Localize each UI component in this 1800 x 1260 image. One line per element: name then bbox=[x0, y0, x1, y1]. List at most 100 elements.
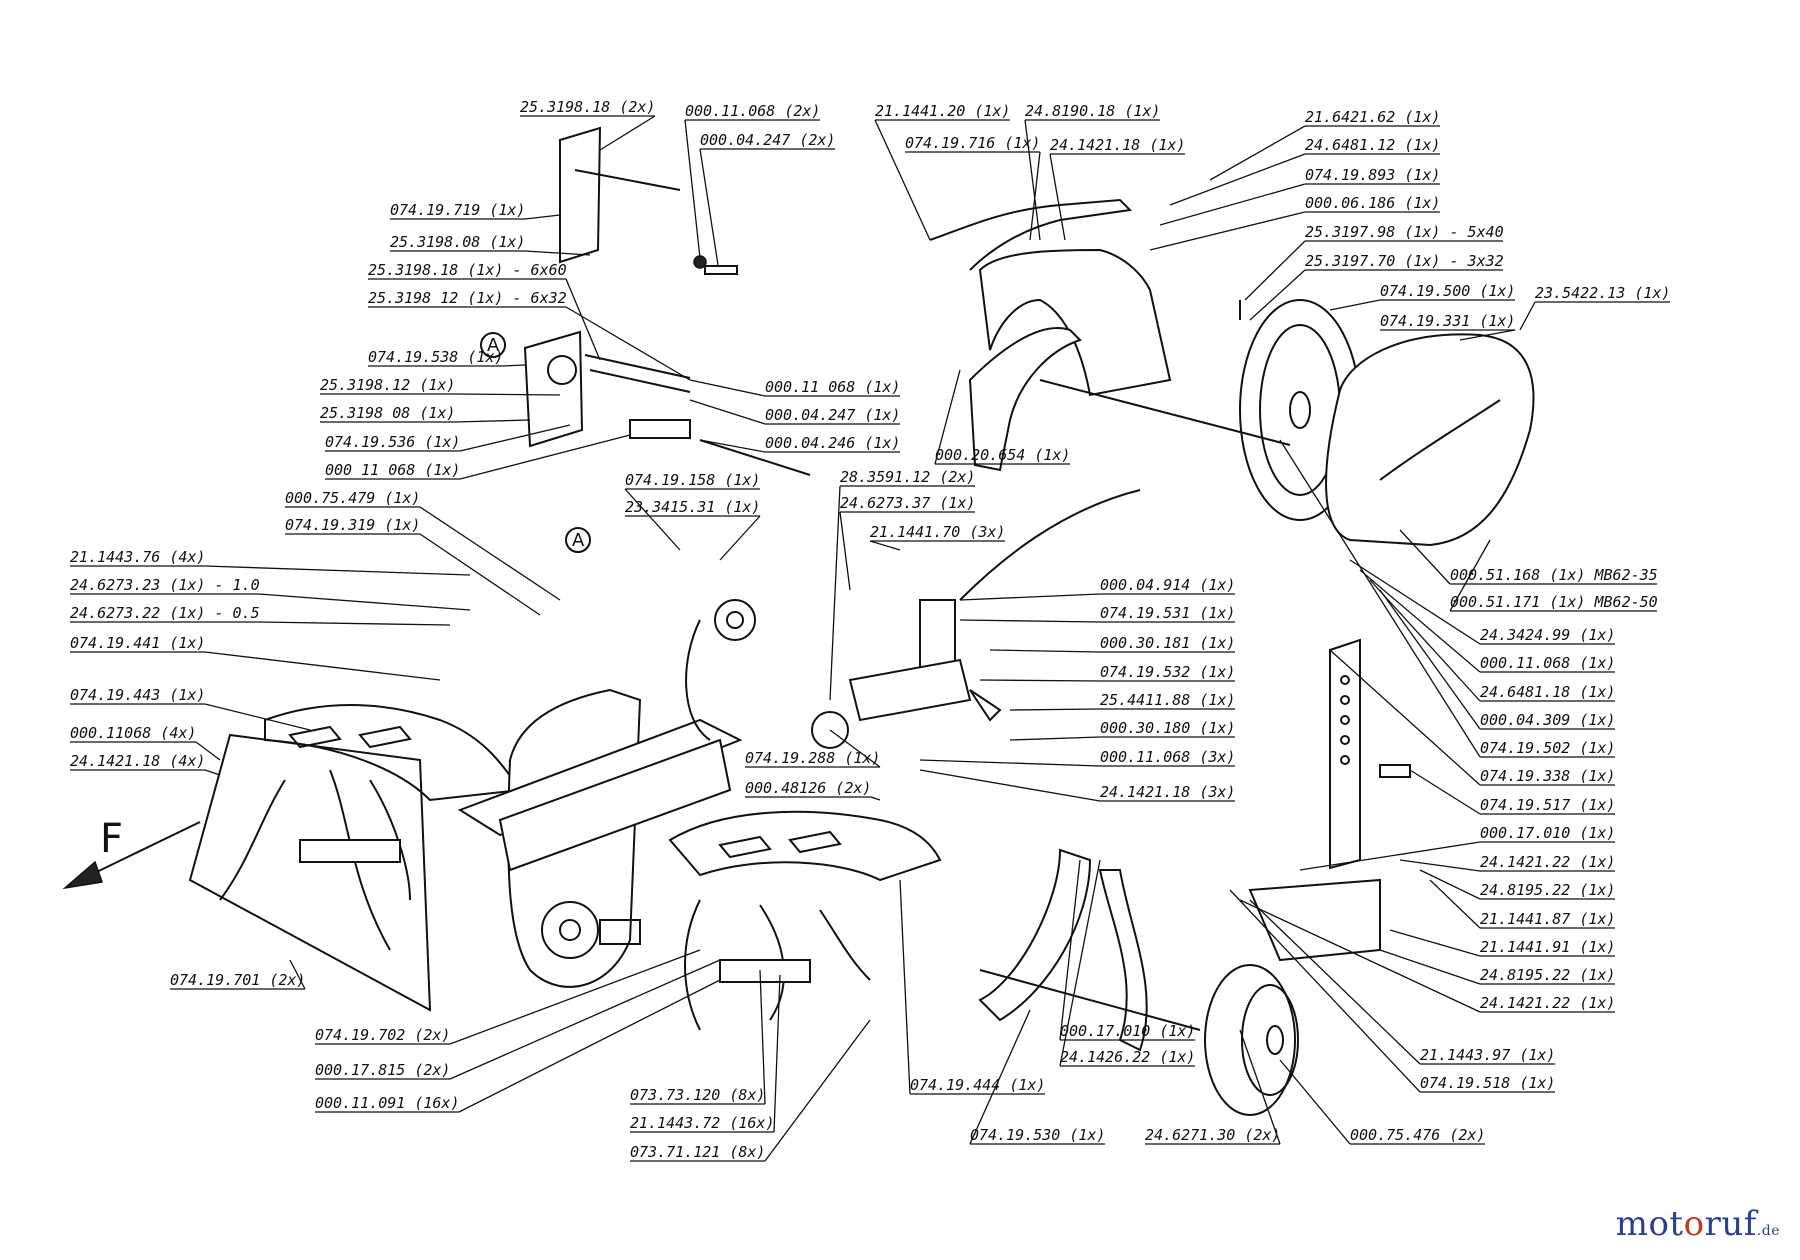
bracket-plate-a bbox=[480, 330, 811, 553]
callout-label: 24.6271.30 (2x) bbox=[1145, 1126, 1280, 1144]
callout-label: 21.1441.70 (3x) bbox=[870, 523, 1005, 541]
callout-label: 000.17.010 (1x) bbox=[1060, 1022, 1195, 1040]
callout-label: 074.19.719 (1x) bbox=[390, 201, 525, 219]
tine-assembly-right bbox=[684, 899, 871, 1031]
callout-label: 25.4411.88 (1x) bbox=[1100, 691, 1235, 709]
leader-line bbox=[459, 424, 571, 452]
callout-label: 21.6421.62 (1x) bbox=[1305, 108, 1440, 126]
callout-label: 074.19.701 (2x) bbox=[170, 971, 305, 989]
leader-line bbox=[204, 651, 441, 681]
leader-line bbox=[1369, 579, 1481, 702]
leader-line bbox=[1419, 869, 1481, 900]
leader-line bbox=[1024, 119, 1041, 241]
leader-line bbox=[899, 879, 911, 1095]
leader-line bbox=[459, 434, 631, 480]
callout-label: 073.71.121 (8x) bbox=[630, 1143, 765, 1161]
leader-line bbox=[1329, 299, 1381, 311]
leader-line bbox=[1379, 589, 1481, 730]
callout-label: 000.04.309 (1x) bbox=[1480, 711, 1615, 729]
leader-line bbox=[1279, 1059, 1351, 1145]
leader-line bbox=[1009, 736, 1101, 741]
leader-line bbox=[1009, 708, 1101, 711]
callout-label: 074.19.331 (1x) bbox=[1380, 312, 1515, 330]
leader-line bbox=[195, 741, 221, 761]
leader-line bbox=[870, 796, 881, 801]
callout-label: 000.11.068 (2x) bbox=[685, 102, 820, 120]
leader-line bbox=[759, 969, 766, 1105]
leader-line bbox=[449, 959, 721, 1080]
callout-label: 24.1421.18 (4x) bbox=[70, 752, 205, 770]
leader-line bbox=[989, 649, 1101, 653]
callout-label: 21.1443.72 (16x) bbox=[630, 1114, 775, 1132]
marker-a: A A bbox=[487, 335, 585, 551]
leader-line bbox=[934, 369, 961, 465]
leader-line bbox=[1249, 899, 1421, 1065]
callout-label: 25.3197.70 (1x) - 3x32 bbox=[1305, 252, 1504, 270]
callout-label: 074.19.517 (1x) bbox=[1480, 796, 1615, 814]
leader-line bbox=[869, 540, 901, 551]
marker-a-label: A bbox=[487, 335, 500, 356]
leader-line bbox=[829, 729, 881, 768]
leader-line bbox=[1209, 125, 1306, 181]
leader-line bbox=[1519, 301, 1536, 331]
leader-line bbox=[719, 515, 761, 561]
callout-label: 28.3591.12 (2x) bbox=[840, 468, 975, 486]
leader-line bbox=[624, 488, 681, 551]
callout-label: 21.1443.76 (4x) bbox=[70, 548, 205, 566]
callout-label: 24.1426.22 (1x) bbox=[1060, 1048, 1195, 1066]
leader-line bbox=[1159, 183, 1306, 226]
leader-line bbox=[839, 511, 851, 591]
leader-line bbox=[699, 148, 719, 266]
callout-label: 24.8190.18 (1x) bbox=[1025, 102, 1160, 120]
callout-label: 24.6481.18 (1x) bbox=[1480, 683, 1615, 701]
leader-line bbox=[1459, 329, 1516, 341]
callout-label: 074.19.288 (1x) bbox=[745, 749, 880, 767]
callout-label: 000 11 068 (1x) bbox=[325, 461, 460, 479]
leader-line bbox=[689, 379, 766, 397]
leader-line bbox=[1149, 211, 1306, 251]
callout-label: 25.3198 12 (1x) - 6x32 bbox=[368, 289, 567, 307]
callout-labels: 25.3198.18 (2x)000.11.068 (2x)000.04.247… bbox=[70, 98, 1670, 1161]
callout-label: 074.19.158 (1x) bbox=[625, 471, 760, 489]
leader-line bbox=[1359, 569, 1481, 673]
leader-line bbox=[1059, 859, 1101, 1067]
callout-label: 000.11 068 (1x) bbox=[765, 378, 900, 396]
callout-label: 24.1421.22 (1x) bbox=[1480, 853, 1615, 871]
callout-label: 000.75.476 (2x) bbox=[1350, 1126, 1485, 1144]
leader-line bbox=[919, 759, 1101, 767]
leader-line bbox=[1379, 949, 1481, 985]
callout-label: 000.51.168 (1x) MB62-35 bbox=[1450, 566, 1658, 584]
leader-line bbox=[689, 399, 766, 425]
leader-line bbox=[458, 979, 721, 1113]
callout-label: 24.8195.22 (1x) bbox=[1480, 966, 1615, 984]
leader-line bbox=[565, 278, 601, 361]
callout-label: 24.3424.99 (1x) bbox=[1480, 626, 1615, 644]
callout-label: 24.8195.22 (1x) bbox=[1480, 881, 1615, 899]
callout-label: 25.3198.18 (2x) bbox=[520, 98, 655, 116]
leader-line bbox=[684, 119, 701, 259]
callout-label: 23.3415.31 (1x) bbox=[625, 498, 760, 516]
callout-label: 073.73.120 (8x) bbox=[630, 1086, 765, 1104]
leader-line bbox=[1239, 1029, 1281, 1145]
wheel-bracket bbox=[978, 848, 1381, 1052]
leader-line bbox=[204, 703, 311, 731]
marker-a-label-2: A bbox=[572, 530, 585, 551]
leader-line bbox=[1249, 269, 1306, 321]
callout-label: 24.1421.22 (1x) bbox=[1480, 994, 1615, 1012]
leader-line bbox=[419, 506, 561, 601]
leader-line bbox=[1409, 769, 1481, 815]
motoruf-logo: motoruf.de bbox=[1615, 1204, 1780, 1244]
callout-label: 24.6273.22 (1x) - 0.5 bbox=[70, 604, 260, 622]
leader-line bbox=[1349, 559, 1481, 645]
callout-label: 000.11.091 (16x) bbox=[315, 1094, 460, 1112]
callout-label: 000.04.914 (1x) bbox=[1100, 576, 1235, 594]
leader-line bbox=[919, 769, 1101, 802]
callout-label: 24.6481.12 (1x) bbox=[1305, 136, 1440, 154]
callout-label: 074.19.444 (1x) bbox=[910, 1076, 1045, 1094]
leader-line bbox=[773, 974, 781, 1133]
leader-line bbox=[524, 214, 561, 220]
transport-wheel bbox=[1204, 964, 1299, 1116]
leader-line bbox=[1329, 649, 1481, 786]
handle-arm bbox=[929, 198, 1172, 472]
callout-label: 074.19.518 (1x) bbox=[1420, 1074, 1555, 1092]
